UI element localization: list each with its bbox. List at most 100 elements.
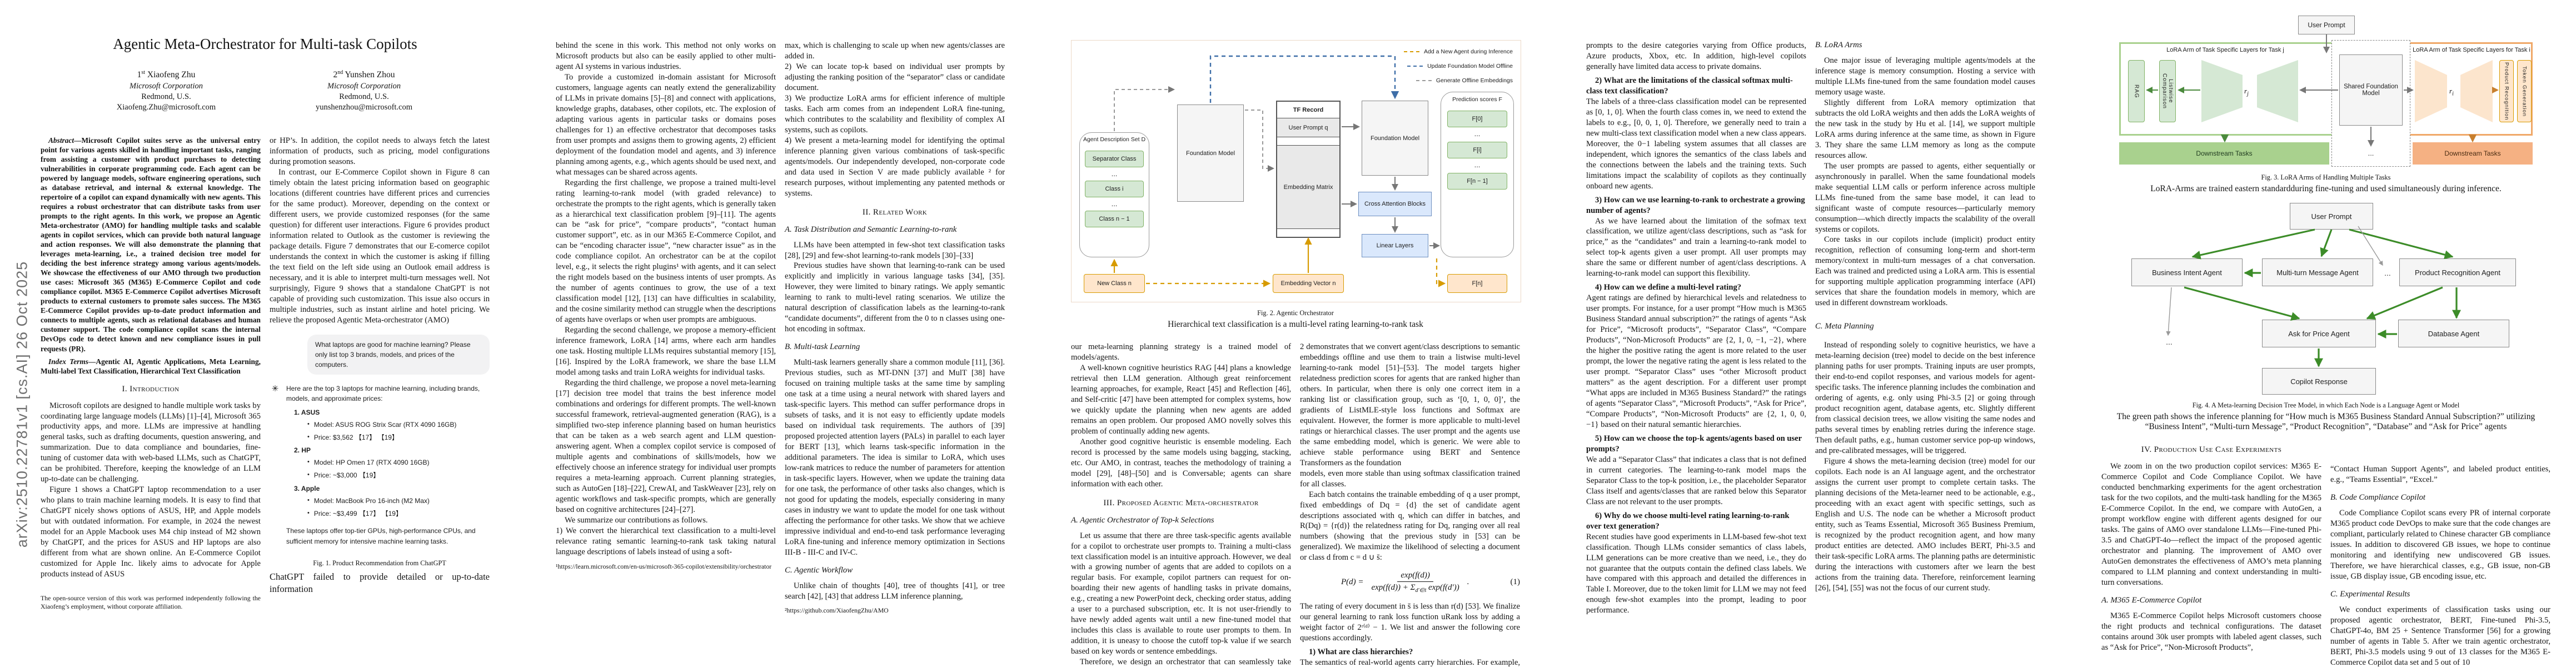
paragraph: The labels of a three-class classificati… — [1586, 97, 1806, 191]
page4-left-column: prompts to the desire categories varying… — [1586, 41, 1806, 616]
foundation-model-right-box: Foundation Model — [1362, 101, 1428, 176]
author-city: Redmond, U.S. — [339, 92, 389, 102]
page-5: User Prompt LoRA Arm of Task Specific La… — [2061, 0, 2576, 667]
author-row: 1st Xiaofeng Zhu Microsoft Corporation R… — [41, 69, 490, 112]
list-item-model: •Model: MacBook Pro 16-inch (M2 Max) — [307, 496, 490, 505]
score-box-fi: F[i] — [1447, 142, 1507, 158]
paragraph: 2) We can locate top-k based on individu… — [785, 62, 1005, 92]
listwise-comparison-box: Listwise Comparison — [2159, 60, 2176, 122]
orange-dash-icon — [1404, 51, 1420, 52]
bullet-icon: • — [307, 471, 310, 479]
list-item-brand: 1. ASUS — [294, 409, 490, 416]
product-recognition-agent-node: Product Recognition Agent — [2399, 258, 2516, 286]
equation-body: P(d) = exp(f(d)) exp(f(d)) + Σd′∈s̄ exp(… — [1300, 571, 1511, 594]
footnote-thanks: The open-source version of this work was… — [41, 594, 261, 610]
downstream-tasks-left-bar: Downstream Tasks — [2119, 142, 2329, 165]
subsection-heading: B. Code Compliance Copilot — [2330, 492, 2425, 502]
paragraph: In contrast, our E-Commerce Copilot show… — [270, 168, 490, 325]
item-price-text: Price: ~$3,000 【19】 — [313, 471, 380, 480]
paragraph: Regarding the first challenge, we propos… — [556, 178, 776, 325]
author-name-text: Yunshen Zhou — [343, 70, 395, 80]
list-item-brand: 3. Apple — [294, 485, 490, 492]
item-number: 2. — [294, 446, 300, 455]
equation-1: P(d) = exp(f(d)) exp(f(d)) + Σd′∈s̄ exp(… — [1300, 571, 1520, 594]
paragraph: LLMs have been attempted in few-shot tex… — [785, 240, 1005, 260]
ellipsis: ... — [1111, 170, 1118, 178]
figure-3-caption: Fig. 3. LoRA Arms of Handling Multiple T… — [2261, 173, 2391, 181]
paragraph: max, which is challenging to scale up wh… — [785, 41, 1005, 61]
page-1: Agentic Meta-Orchestrator for Multi-task… — [0, 0, 515, 667]
paragraph: Multi-task learners generally share a co… — [785, 358, 1005, 557]
equation-number: (1) — [1510, 578, 1521, 587]
paragraph: models, even more stable than using soft… — [1300, 469, 1520, 489]
r-j-label: rj — [2244, 87, 2249, 97]
agent-description-set-title: Agent Description Set D — [1083, 136, 1146, 143]
page-2: behind the scene in this work. This meth… — [515, 0, 1030, 667]
list-item-price: •Price: $3,562 【17】 【19】 — [307, 433, 490, 442]
tf-record-header: TF Record — [1277, 102, 1339, 118]
subsection-heading: A. M365 E-Commerce Copilot — [2101, 595, 2202, 605]
page-4: prompts to the desire categories varying… — [1546, 0, 2061, 667]
paper-title: Agentic Meta-Orchestrator for Multi-task… — [113, 36, 417, 52]
author-order: 2 — [333, 70, 338, 80]
subsection-heading: C. Experimental Results — [2330, 589, 2410, 599]
user-prompt-row: User Prompt q — [1277, 118, 1339, 137]
author-affiliation: Microsoft Corporation — [129, 82, 203, 91]
fraction-denominator: exp(f(d)) + Σd′∈s̄ exp(f(d′)) — [1368, 582, 1462, 594]
paragraph: Therefore, we design an orchestrator tha… — [1080, 658, 1291, 667]
ask-for-price-agent-node: Ask for Price Agent — [2262, 320, 2376, 347]
author-name-text: Xiaofeng Zhu — [145, 70, 196, 80]
figure-4-subcaption: The green path shows the inference plann… — [2116, 412, 2535, 431]
paragraph: To provide a customized in-domain assist… — [556, 72, 776, 177]
paragraph: M365 E-Commerce Copilot helps Microsoft … — [2101, 611, 2321, 652]
assistant-closing: These laptops offer top-tier GPUs, high-… — [286, 526, 476, 546]
bullet-icon: • — [307, 496, 310, 504]
page5-right-column: “Contact Human Support Agents”, and labe… — [2330, 445, 2550, 667]
question-heading: 5) How can we choose the top-k agents/ag… — [1586, 434, 1802, 454]
paragraph: Each batch contains the trainable embedd… — [1300, 490, 1520, 563]
index-terms-label: Index Terms— — [48, 357, 96, 366]
list-item-model: •Model: HP Omen 17 (RTX 4090 16GB) — [307, 458, 490, 467]
paragraph: Unlike chain of thoughts [40], tree of t… — [785, 581, 1005, 601]
r-i-label: ri — [2449, 87, 2454, 97]
product-recognition-box: Product Recognition — [2499, 60, 2514, 122]
list-item-model: •Model: ASUS ROG Strix Scar (RTX 4090 16… — [307, 420, 490, 429]
page3-right-column: 2 demonstrates that we convert agent/cla… — [1300, 342, 1520, 667]
assistant-intro: Here are the top 3 laptops for machine l… — [286, 384, 480, 403]
page3-left-column: our meta-learning planning strategy is a… — [1071, 342, 1291, 667]
fraction-numerator: exp(f(d)) — [1397, 571, 1433, 583]
lora-arm-left-title: LoRA Arm of Task Specific Layers for Tas… — [2166, 47, 2284, 53]
den-post: exp(f(d′)) — [1426, 583, 1459, 593]
tf-record-table: TF Record User Prompt q Embedding Matrix — [1276, 101, 1341, 238]
legend-add-new-agent: Add a New Agent during Inference — [1404, 48, 1513, 55]
paragraph: Code Compliance Copilot scans every PR o… — [2330, 508, 2550, 581]
paragraph: A well-known cognitive heuristics RAG [4… — [1071, 363, 1291, 436]
question-heading: 3) How can we use learning-to-rank to or… — [1586, 195, 1805, 215]
openai-logo-icon: ✳ — [271, 384, 279, 394]
paragraph: 4) We present a meta-learning model for … — [785, 136, 1005, 198]
abstract-text: Microsoft Copilot suites serve as the un… — [41, 136, 261, 353]
author-affiliation: Microsoft Corporation — [327, 82, 401, 91]
author-order-suffix: nd — [337, 69, 343, 76]
author-name: 1st Xiaofeng Zhu — [94, 69, 238, 80]
score-box-fn-1: F[n − 1] — [1447, 173, 1507, 190]
paragraph: 3) We productize LoRA arms for efficient… — [785, 93, 1005, 135]
subsection-heading: C. Meta Planning — [1815, 322, 1874, 331]
ellipsis: ... — [1111, 200, 1118, 208]
paragraph: Figure 1 shows a ChatGPT laptop recommen… — [41, 485, 261, 579]
item-model-text: Model: ASUS ROG Strix Scar (RTX 4090 16G… — [313, 420, 457, 429]
figure-3-subcaption: LoRA-Arms are trained eastern standarddu… — [2150, 184, 2502, 193]
legend-offline-embeddings: Generate Offline Embeddings — [1416, 77, 1513, 84]
figure-4-decision-tree: User Prompt Business Intent Agent Multi-… — [2131, 203, 2520, 395]
equation-period: . — [1467, 578, 1469, 587]
figure-4-caption: Fig. 4. A Meta-learning Decision Tree Mo… — [2192, 401, 2460, 409]
paragraph: We zoom in on the two production copilot… — [2101, 462, 2321, 587]
r-sub: i — [2452, 91, 2454, 97]
item-brand: Apple — [301, 484, 320, 492]
paragraph: Recent studies have good experiments in … — [1586, 532, 1806, 615]
den-sub: d′∈s̄ — [1415, 588, 1427, 594]
legend-label: Generate Offline Embeddings — [1436, 77, 1513, 84]
figure-1-caption: Fig. 1. Product Recommendation from Chat… — [313, 559, 446, 568]
multi-turn-message-agent-node: Multi-turn Message Agent — [2262, 258, 2373, 286]
figure-3-lora-arms: User Prompt LoRA Arm of Task Specific La… — [2119, 16, 2533, 167]
